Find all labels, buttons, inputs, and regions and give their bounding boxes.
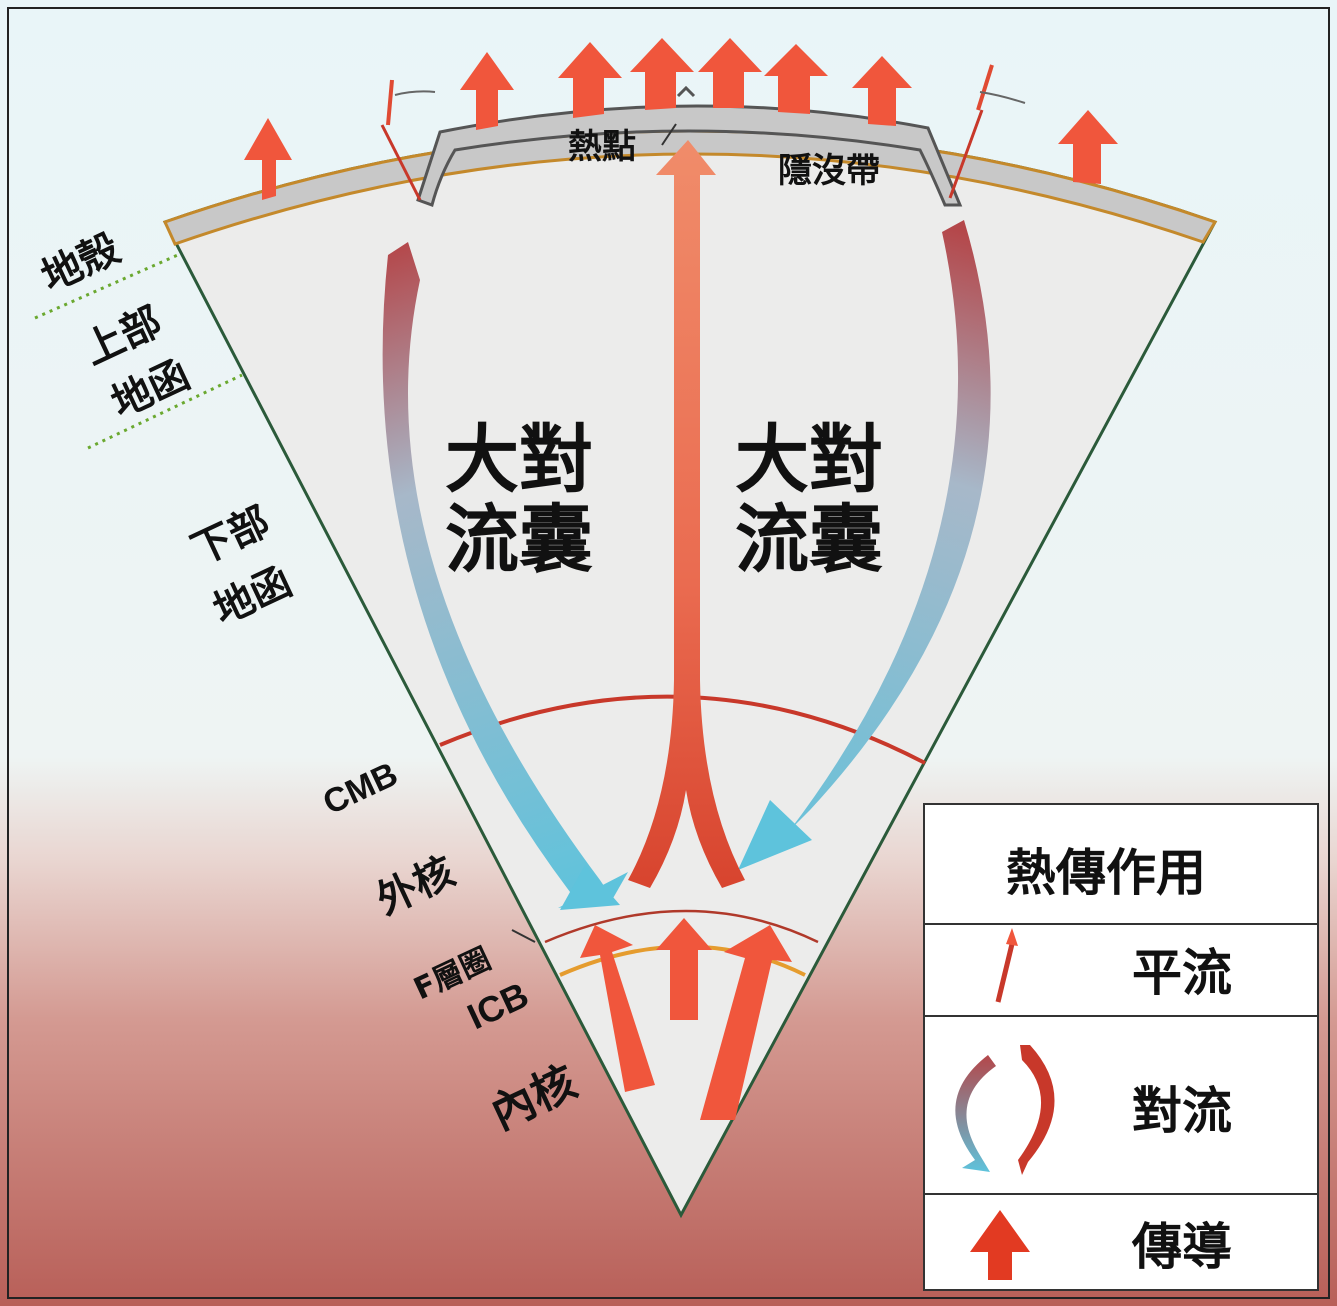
label-convection-cell-left-1: 大對 (445, 417, 593, 503)
surface-heat-arrows (244, 38, 1118, 200)
core-conduction-arrows (580, 918, 792, 1120)
crust-mantle-divider (34, 252, 181, 320)
legend-conduction: 傳導 (1131, 1218, 1232, 1276)
label-convection-cell-right-2: 流囊 (735, 497, 883, 583)
ridge-notch (676, 85, 696, 98)
convection-arrowhead-right (738, 800, 812, 870)
conduction-legend-icon (970, 1210, 1030, 1280)
legend: 熱傳作用 平流 對流 傳導 (923, 803, 1319, 1291)
convection-arrow-left (382, 242, 608, 905)
label-convection-cell-right-1: 大對 (735, 417, 883, 503)
label-subduction-zone: 隱沒帶 (778, 151, 880, 191)
convection-legend-icon (955, 1045, 1055, 1175)
mantle-plume (628, 140, 745, 888)
f-layer-line (544, 909, 819, 944)
outer-frame (7, 7, 1330, 1299)
crust-advection-arrows (380, 64, 1026, 201)
label-convection-cell-left-2: 流囊 (445, 497, 593, 583)
advection-legend-icon (995, 928, 1018, 1003)
legend-title: 熱傳作用 (1006, 844, 1206, 902)
convection-arrow-right (790, 220, 991, 830)
legend-advection: 平流 (1132, 944, 1232, 1002)
label-hotspot: 熱點 (568, 127, 636, 167)
legend-convection: 對流 (1132, 1082, 1232, 1140)
